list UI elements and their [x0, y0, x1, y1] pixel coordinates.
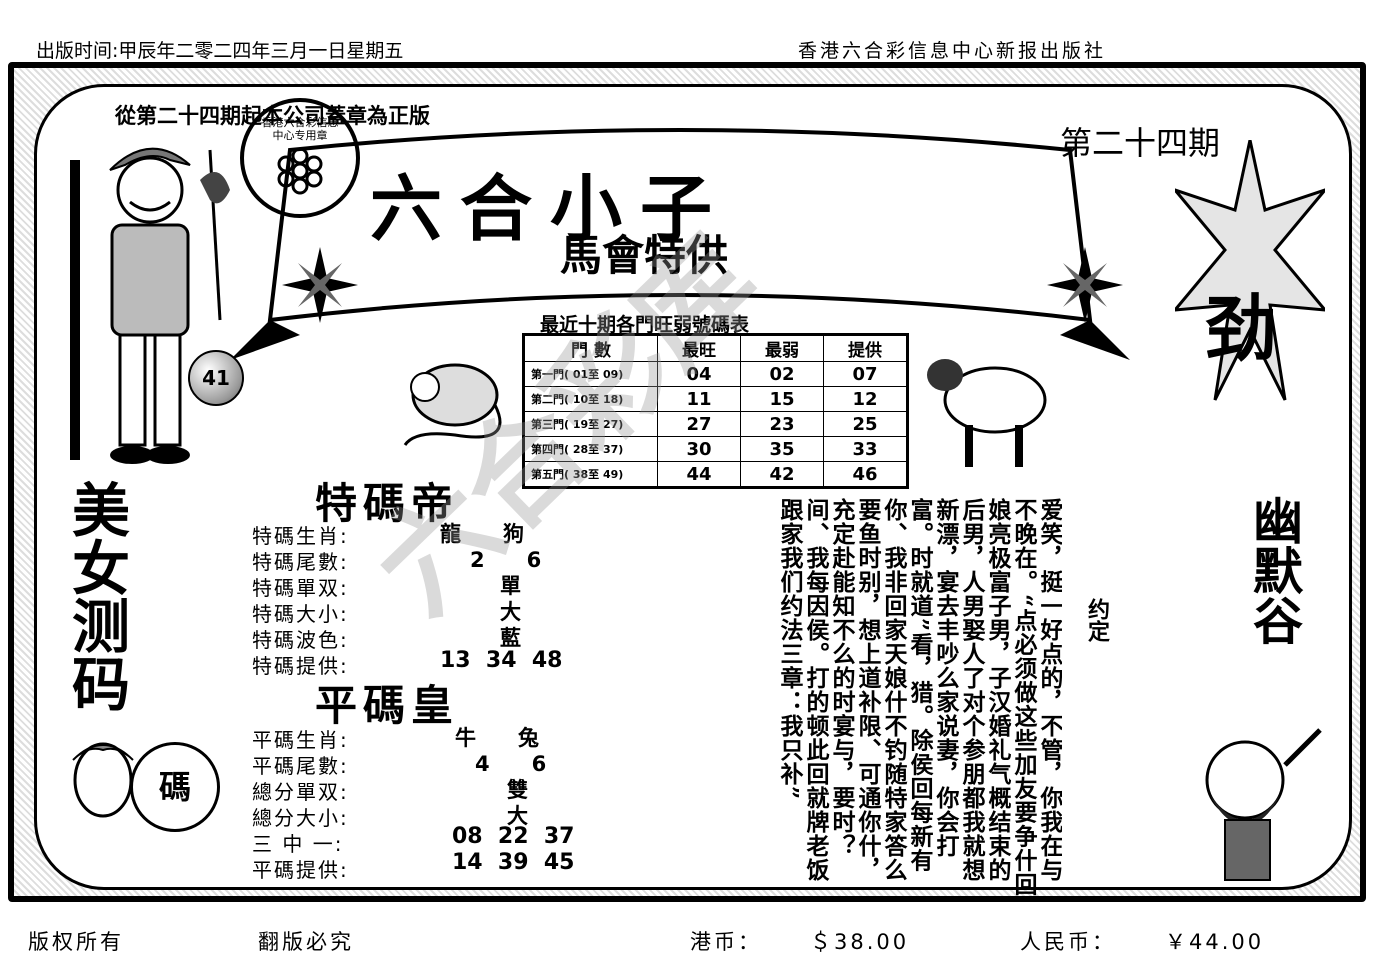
burst-star-icon [1175, 140, 1325, 401]
hot-value: 44 [657, 461, 741, 488]
rat-icon [403, 363, 502, 446]
special-tail-value: 2 6 [470, 548, 542, 572]
total-oddeven-label: 總分單双: [252, 780, 349, 804]
header-cold: 最弱 [740, 334, 824, 362]
hkd-label: 港币： [690, 930, 762, 954]
special-tips-label: 特碼提供: [252, 654, 349, 678]
title-banner [230, 128, 1130, 360]
special-size-value: 大 [500, 600, 521, 624]
piracy-notice: 翻版必究 [258, 930, 354, 954]
special-oddeven-label: 特碼單双: [252, 576, 349, 600]
left-side-title: 美女测码 [62, 480, 130, 712]
total-size-label: 總分大小: [252, 806, 349, 830]
table-row: 第二門( 10至 18) 11 15 12 [523, 386, 908, 412]
banner-curl-left [230, 320, 300, 360]
girl-face-icon [72, 742, 134, 818]
seal-text: 香港六合彩信息中心专用章 [261, 116, 339, 142]
tip-value: 46 [823, 461, 908, 488]
story-text: 爱笑，挺一好点的，不管，你我在与不晚在。“点必须做这些加友要争什回娘亮极富子男，… [776, 498, 1062, 897]
special-color-value: 藍 [500, 626, 521, 650]
row-label: 第二門( 10至 18) [523, 386, 658, 412]
tip-value: 33 [823, 436, 908, 462]
right-side-title: 幽默谷 [1245, 495, 1304, 645]
hot-value: 30 [657, 436, 741, 462]
three-in-one-label: 三 中 一: [252, 832, 344, 856]
table-row: 第五門( 38至 49) 44 42 46 [523, 461, 908, 488]
tip-value: 25 [823, 411, 908, 437]
normal-title: 平碼皇 [315, 681, 460, 730]
banner-ribbon [267, 128, 1093, 323]
normal-zodiac-value: 牛 兔 [455, 726, 539, 750]
row-label: 第五門( 38至 49) [523, 461, 658, 488]
compass-star-left-icon [282, 247, 358, 323]
hkd-price: ＄38.00 [810, 930, 910, 954]
special-tips-value: 13 34 48 [440, 648, 563, 673]
right-top-char: 劲 [1205, 286, 1278, 371]
normal-tips-label: 平碼提供: [252, 858, 349, 882]
header-hot: 最旺 [657, 334, 741, 362]
banner-curl-right [1060, 320, 1130, 360]
compass-star-right-icon [1047, 247, 1123, 323]
tip-value: 07 [823, 361, 908, 387]
special-zodiac-value: 龍 狗 [440, 522, 524, 546]
banner-title: 六合小子 [370, 166, 731, 251]
publish-time: 出版时间:甲辰年二零二四年三月一日星期五 [36, 40, 404, 62]
special-color-label: 特碼波色: [252, 628, 349, 652]
cold-value: 35 [740, 436, 824, 462]
normal-tips-value: 14 39 45 [452, 850, 575, 875]
special-tail-label: 特碼尾數: [252, 550, 349, 574]
cold-value: 02 [740, 361, 824, 387]
normal-tail-label: 平碼尾數: [252, 754, 349, 778]
table-row: 第一門( 01至 09) 04 02 07 [523, 361, 908, 387]
warrior-cartoon-icon [1205, 728, 1322, 881]
special-size-label: 特碼大小: [252, 602, 349, 626]
publisher-name: 香港六合彩信息中心新报出版社 [798, 40, 1107, 62]
cold-value: 15 [740, 386, 824, 412]
header-tip: 提供 [823, 334, 908, 362]
row-label: 第一門( 01至 09) [523, 361, 658, 387]
total-oddeven-value: 雙 [507, 778, 528, 802]
official-seal: 香港六合彩信息中心专用章 [240, 98, 360, 218]
total-size-value: 大 [507, 804, 528, 828]
table-title: 最近十期各門旺弱號碼表 [540, 314, 750, 336]
rmb-price: ￥44.00 [1165, 930, 1265, 954]
banner-subtitle: 馬會特供 [560, 231, 729, 280]
copyright-text: 版权所有 [28, 930, 124, 954]
lucky-number-ball: 41 [188, 350, 244, 406]
hunter-cartoon-icon [70, 147, 230, 464]
ma-badge-icon: 碼 [130, 742, 220, 832]
normal-zodiac-label: 平碼生肖: [252, 728, 349, 752]
cold-value: 42 [740, 461, 824, 488]
special-title: 特碼帝 [315, 479, 460, 528]
special-zodiac-label: 特碼生肖: [252, 524, 349, 548]
three-in-one-value: 08 22 37 [452, 824, 575, 849]
rmb-label: 人民币： [1020, 930, 1116, 954]
story-title: 约定 [1084, 598, 1109, 642]
hot-value: 04 [657, 361, 741, 387]
cold-value: 23 [740, 411, 824, 437]
sheep-icon [927, 359, 1047, 467]
row-label: 第三門( 19至 27) [523, 411, 658, 437]
tip-value: 12 [823, 386, 908, 412]
normal-tail-value: 4 6 [475, 752, 547, 776]
special-oddeven-value: 單 [500, 574, 521, 598]
flower-emblem-icon [277, 147, 323, 195]
door-code-table: 門 數 最旺 最弱 提供 第一門( 01至 09) 04 02 07 第二門( … [522, 333, 909, 489]
header-door: 門 數 [523, 334, 658, 362]
issue-number: 第二十四期 [1060, 124, 1221, 162]
table-header-row: 門 數 最旺 最弱 提供 [523, 334, 908, 362]
